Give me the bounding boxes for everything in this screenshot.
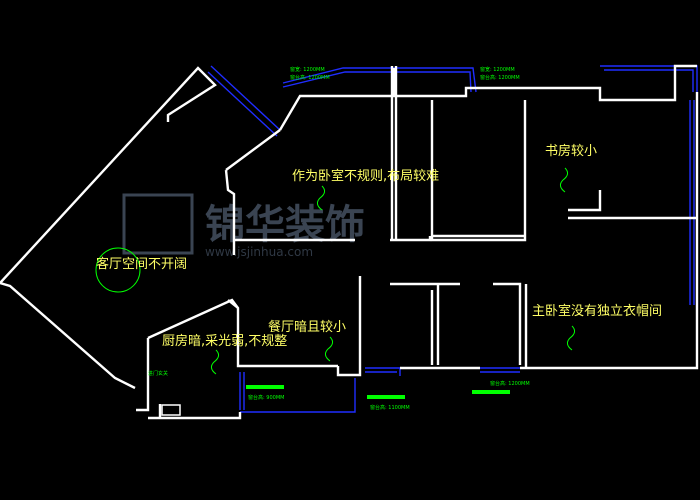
- leaders: [210, 167, 576, 375]
- entrance-label: 进门玄关: [148, 370, 168, 377]
- right-wall: [520, 92, 699, 370]
- watermark: 锦华装饰 www.jsjinhua.com: [122, 193, 365, 259]
- bedroom-bottom-wall: [234, 236, 432, 242]
- window-width-label-2: 窗宽: 1200MM: [480, 66, 515, 73]
- outer-wall-left: [0, 66, 217, 284]
- entrance-cabinet: [161, 404, 181, 416]
- small-labels: 窗宽: 1200MM 窗台高: 1200MM 窗宽: 1200MM 窗台高: 1…: [148, 66, 530, 411]
- annotation-bedroom: 作为卧室不规则,布局较难: [292, 168, 439, 184]
- watermark-url: www.jsjinhua.com: [205, 245, 313, 259]
- markers: [95, 247, 510, 399]
- bedroom-divider: [390, 66, 398, 240]
- marker-bar-1: [246, 385, 284, 389]
- window-width-label-1: 窗宽: 1200MM: [290, 66, 325, 73]
- sill-height-label-5: 窗台高: 1100MM: [370, 404, 410, 411]
- bath2: [493, 282, 528, 368]
- sill-height-label-3: 窗台高: 1200MM: [490, 380, 530, 387]
- marker-bar-3: [472, 390, 510, 394]
- outer-wall-bottom-left: [0, 281, 136, 390]
- annotation-dining: 餐厅暗且较小: [268, 319, 346, 335]
- sill-height-label-4: 窗台高: 900MM: [248, 394, 284, 401]
- dining-bottom-wall: [336, 276, 362, 377]
- annotations: 作为卧室不规则,布局较难 书房较小 客厅空间不开阔 餐厅暗且较小 厨房暗,采光弱…: [96, 143, 662, 349]
- front-pillars: [227, 240, 239, 309]
- kitchen-left: [136, 338, 242, 420]
- annotation-kitchen: 厨房暗,采光弱,不规整: [162, 333, 287, 349]
- annotation-study: 书房较小: [545, 143, 597, 159]
- bedroom-left-diagonal: [224, 129, 281, 240]
- top-wall: [278, 64, 697, 131]
- windows: [207, 65, 698, 413]
- annotation-living-room: 客厅空间不开阔: [96, 256, 187, 272]
- study-walls: [430, 100, 527, 242]
- living-room-circle: [95, 247, 141, 293]
- bath1: [390, 282, 460, 365]
- marker-bar-2: [367, 395, 405, 399]
- annotation-master-bedroom: 主卧室没有独立衣帽间: [532, 303, 662, 319]
- watermark-logo-box: [122, 193, 194, 255]
- walls: [0, 64, 699, 420]
- sill-height-label-1: 窗台高: 1200MM: [290, 74, 330, 81]
- sill-height-label-2: 窗台高: 1200MM: [480, 74, 520, 81]
- study-lower-wall: [568, 190, 697, 220]
